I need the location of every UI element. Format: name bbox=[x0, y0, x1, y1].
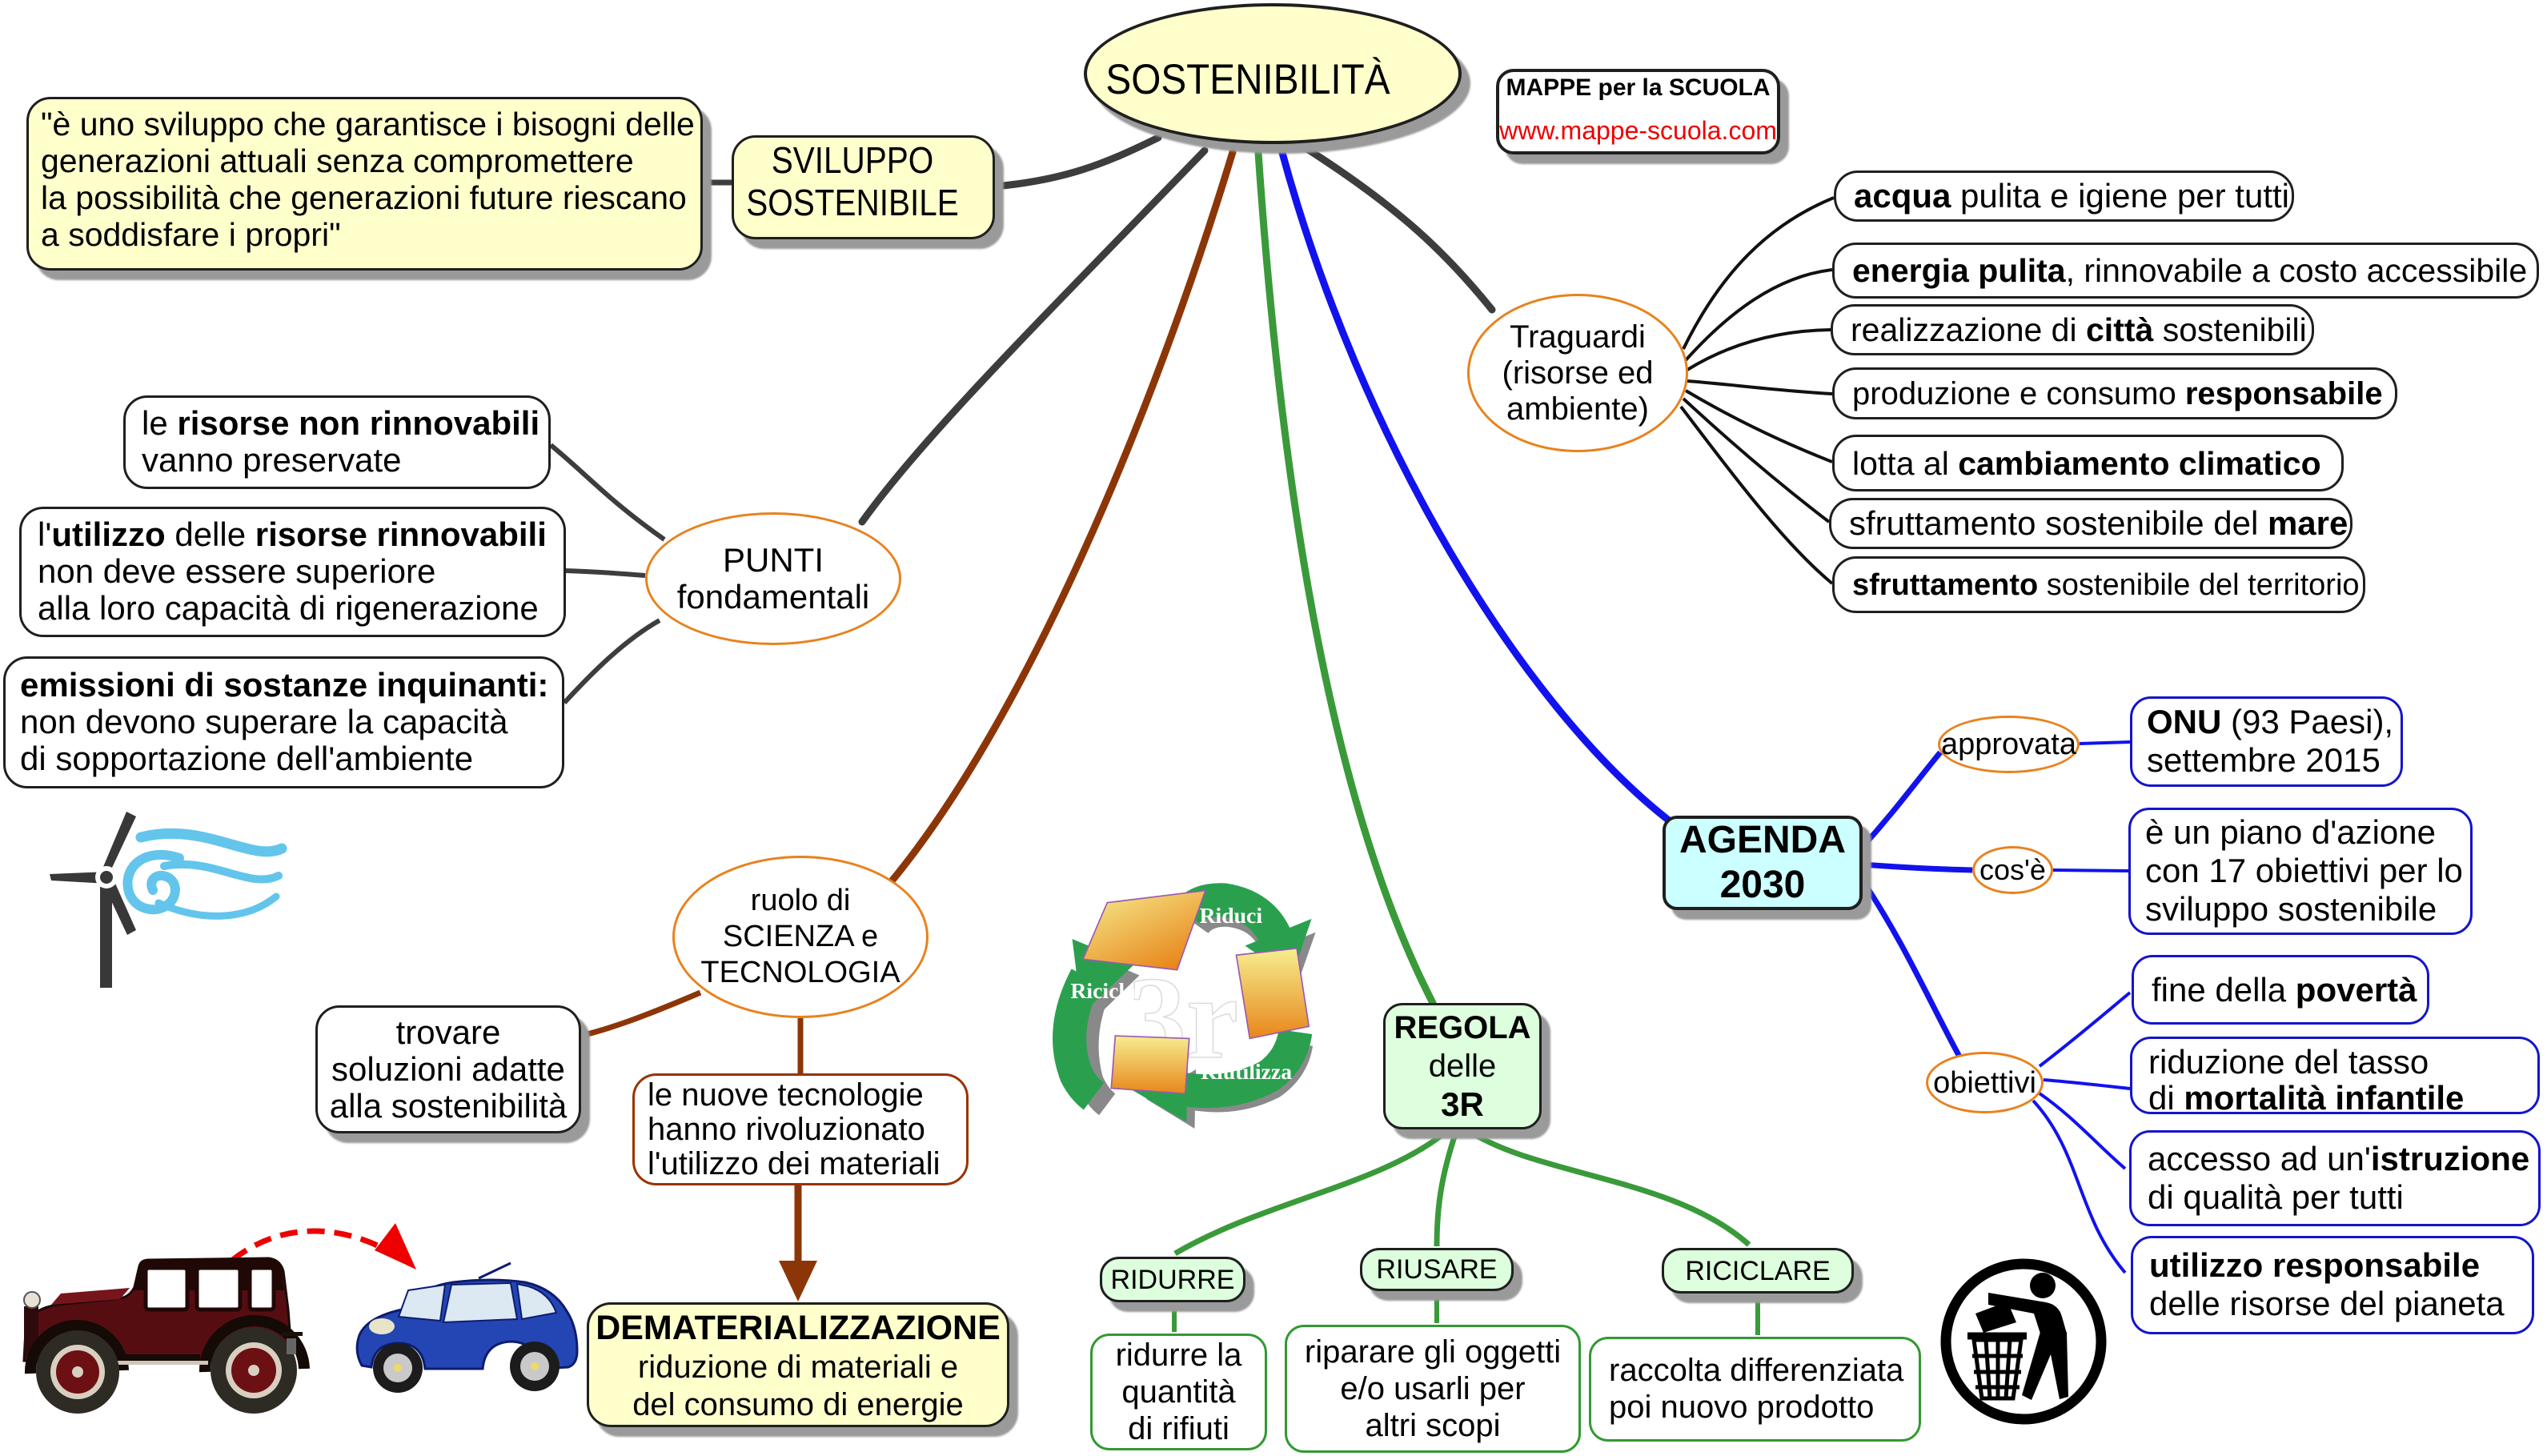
svg-text:Riutilizza: Riutilizza bbox=[1201, 1059, 1292, 1084]
svg-text:Riduci: Riduci bbox=[1200, 903, 1263, 928]
svg-text:Ricicla: Ricicla bbox=[1070, 978, 1136, 1003]
